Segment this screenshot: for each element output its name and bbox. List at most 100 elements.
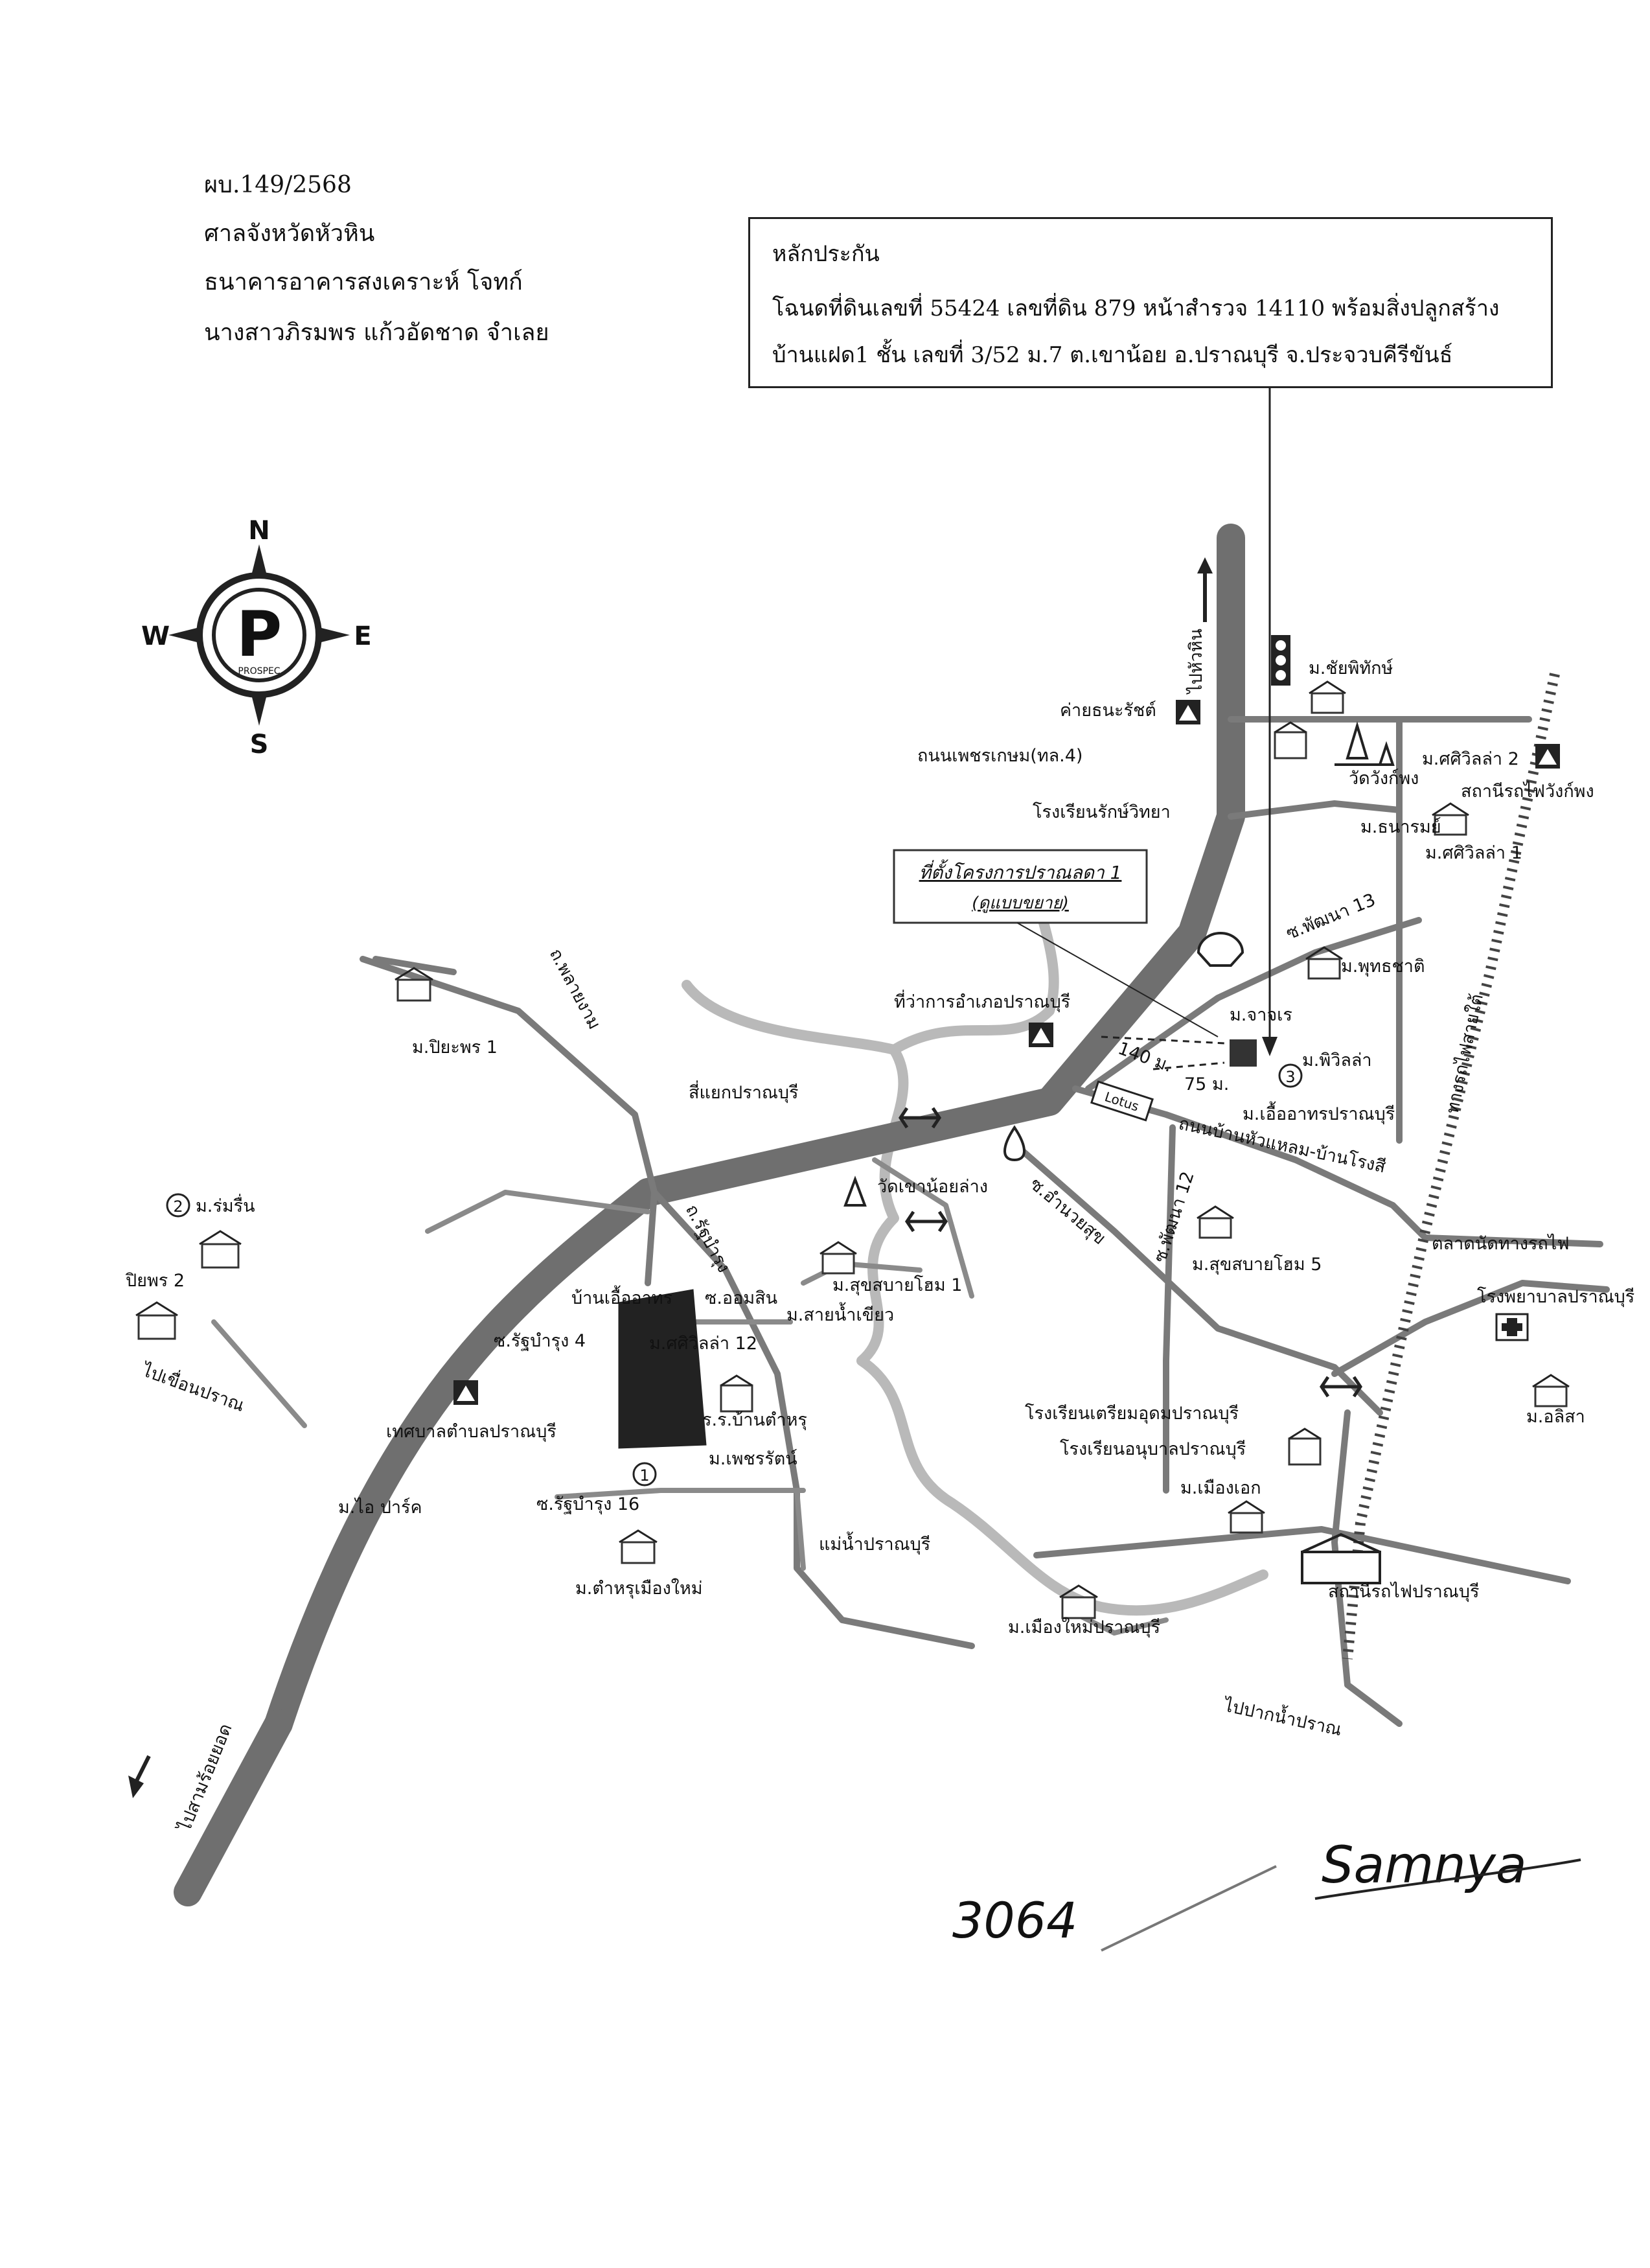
label-m-suksabai1: ม.สุขสบายโฮม 1 [832,1275,962,1296]
label-m-thanarom: ม.ธนารมย์ [1360,816,1441,837]
school-icon-banthamru [720,1374,753,1413]
compass-label-s: S [250,730,269,759]
label-pranburi-municipality: เทศบาลตำบลปราณบุรี [386,1422,556,1442]
arrow-south-head [128,1776,144,1798]
label-m-mueang-ek: ม.เมืองเอก [1180,1478,1261,1498]
label-wat-wangkphong: วัดวังก์พง [1349,768,1419,789]
distance-line-140 [1101,1036,1225,1045]
road-phatthana13 [1085,917,1422,1092]
label-soi-rathbamrung4: ซ.รัฐบำรุง 4 [494,1331,586,1352]
wat-khaonoi-icon [843,1175,867,1207]
label-to-paknam-pran: ไปปากน้ำปราณ [1221,1692,1344,1740]
road-rakwitthaya [1228,800,1403,820]
gas-station-icon [1197,932,1244,967]
house-icon-thamru-new [619,1529,658,1564]
train-station-icon [1301,1533,1381,1584]
label-soi-rathbamrung16: ซ.รัฐบำรุง 16 [536,1494,639,1515]
housing-block-icon [618,1289,707,1449]
marker-1-circle [632,1462,657,1487]
project-site-marker [1230,1039,1257,1067]
house-icon-suksabai1 [819,1241,857,1275]
compass-label-e: E [354,621,371,651]
label-m-romruen: ม.ร่มรื่น [196,1194,255,1216]
road-west-loop [425,1190,650,1234]
collateral-title: หลักประกัน [772,241,880,267]
label-phlayngam-rd: ถ.พลายงาม [545,945,604,1033]
label-pranburi-station: สถานีรถไฟปราณบุรี [1328,1582,1479,1603]
amphoe-office-icon [1029,1023,1053,1047]
label-m-phutthachat: ม.พุทธชาติ [1341,956,1425,977]
label-pranburi-river: แม่น้ำปราณบุรี [819,1531,930,1555]
label-m-piyaphon2: ปิยพร 2 [126,1271,185,1291]
label-pranburi-intersection: สี่แยกปราณบุรี [689,1080,799,1104]
label-m-thamru-new: ม.ตำหรุเมืองใหม่ [575,1578,703,1599]
label-rakwitthaya-school: โรงเรียนรักษ์วิทยา [1033,802,1171,822]
label-m-phetcharat: ม.เพชรรัตน์ [709,1448,797,1469]
label-rathbamrung-rd: ถ.รัฐบำรุง [681,1201,734,1277]
road-to-paknam [1331,1409,1403,1727]
house-icon-mueang-ek [1228,1500,1265,1534]
house-icon-phutthachat [1305,946,1343,980]
compass-label-w: W [141,621,170,651]
handwritten-page-number: 3064 [952,1892,1077,1949]
road-station [1033,1526,1571,1584]
fuel-drop-icon [1003,1125,1026,1162]
label-school-banthamru: ร.ร.บ้านตำหรุ [702,1410,807,1431]
label-m-jakre: ม.จาจเร [1230,1005,1292,1025]
label-m-i-park: ม.ไอ ปาร์ค [338,1497,422,1518]
road-to-pran-dam [211,1319,307,1428]
label-wangkphong-station: สถานีรถไฟวังก์พง [1461,781,1594,802]
house-icon-romruen [199,1230,242,1269]
collateral-line2: บ้านแฝด1 ชั้น เลขที่ 3/52 ม.7 ต.เขาน้อย … [772,342,1453,368]
road-mueang-mai [1073,1611,1169,1636]
label-m-suksabai5: ม.สุขสบายโฮม 5 [1192,1255,1322,1275]
project-callout-leader [1016,922,1219,1037]
road-piyaphon1 [372,956,457,975]
marker-3-circle [1278,1063,1303,1088]
road-hospital [1331,1280,1610,1377]
label-m-mueang-mai-pranburi: ม.เมืองใหม่ปราณบุรี [1008,1617,1160,1638]
house-icon-alisa [1532,1374,1570,1407]
traffic-light-icon [1271,635,1290,686]
label-school-triam-udom: โรงเรียนเตรียมอุดมปราณบุรี [1025,1404,1239,1424]
compass-logo-text: PROSPEC [238,666,280,677]
project-callout-box [893,849,1148,924]
label-m-chaiphithak: ม.ชัยพิทักษ์ [1309,658,1393,678]
marker-3-text: 3 [1285,1068,1295,1086]
label-m-ua-arthorn-pranburi: ม.เอื้ออาทรปราณบุรี [1243,1101,1395,1125]
label-soi-phatthana12: ซ.พัฒนา 12 [1150,1169,1198,1265]
compass-logo-letter: P [236,598,282,671]
label-m-sriwilla1: ม.ศศิวิลล่า 1 [1425,843,1522,863]
road-market [1390,1202,1603,1247]
project-callout-line1: ที่ตั้งโครงการปราณลดา 1 [919,859,1122,883]
label-pranburi-hospital: โรงพยาบาลปราณบุรี [1477,1287,1634,1308]
road-soi-phatthana12 [1163,1124,1176,1494]
road-amnuaisuk [1007,1137,1383,1416]
wangkphong-station-icon [1535,744,1560,769]
compass-inner-ring [212,588,306,682]
label-southern-railway: ทางรถไฟสายใต้ [1442,992,1487,1115]
label-soi-omsin: ซ.ออมสิน [705,1288,777,1308]
label-m-piyaphon1: ม.ปิยะพร 1 [412,1037,498,1058]
house-icon-thanarom [1432,802,1469,836]
house-icon-piyaphon1 [395,967,433,1002]
label-phetkasem-rd: ถนนเพชรเกษม(ทล.4) [917,746,1083,766]
plaintiff-name: ธนาคารอาคารสงเคราะห์ โจทก์ [204,269,523,295]
bridge-icon-east [1319,1376,1363,1398]
temple-icon [1335,721,1395,766]
phetkasem-highway [264,524,1245,1738]
label-soi-amnuaisuk: ซ.อำนวยสุข [1026,1174,1110,1249]
collateral-line1: โฉนดที่ดินเลขที่ 55424 เลขที่ดิน 879 หน้… [772,295,1500,321]
compass-label-n: N [248,516,269,546]
river-branch [889,889,1059,1055]
project-callout-line2: (ดูแบบขยาย) [972,894,1069,913]
house-icon-mueang-mai [1059,1584,1098,1619]
label-wat-khaonoi: วัดเขาน้อยล่าง [877,1177,988,1197]
label-dist-75: 75 ม. [1184,1074,1229,1094]
label-market-rail: ตลาดนัดทางรถไฟ [1432,1234,1569,1254]
label-m-sainamkhiao: ม.สายน้ำเขียว [786,1302,894,1325]
school-icon-rakwitthaya [1274,721,1307,759]
camp-icon [1176,700,1200,724]
house-icon-suksabai5 [1197,1205,1234,1239]
